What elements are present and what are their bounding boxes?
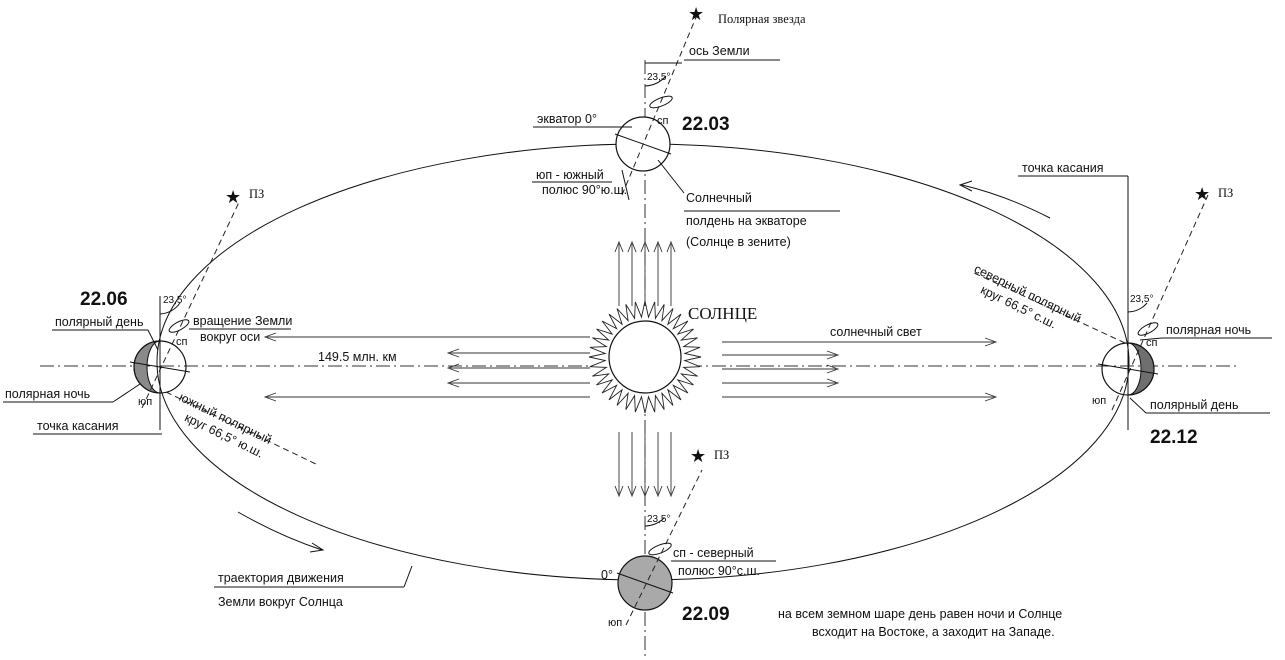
noon-label-1: Солнечный xyxy=(686,191,752,205)
angle-label-december: 23,5° xyxy=(1130,294,1153,305)
earth-september-rotation-icon xyxy=(647,541,672,557)
north-pole-label-2: полюс 90°с.ш. xyxy=(678,564,760,578)
sp-label-june: сп xyxy=(176,336,188,348)
angle-label-september: 23,5° xyxy=(647,514,670,525)
sunlight-arrows-up xyxy=(615,242,675,306)
yup-label-september: юп xyxy=(608,617,622,629)
date-june: 22.06 xyxy=(80,289,128,310)
earth-december-rotation-icon xyxy=(1136,320,1159,337)
sunlight-arrows-right xyxy=(722,338,996,401)
polar-night-label-right: полярная ночь xyxy=(1166,323,1251,337)
noon-label-3: (Солнце в зените) xyxy=(686,235,791,249)
pz-label-bottom: ПЗ xyxy=(714,448,729,462)
equinox-note-1: на всем земном шаре день равен ночи и Со… xyxy=(778,607,1062,621)
polar-day-label-left: полярный день xyxy=(55,315,143,329)
sun-label: СОЛНЦЕ xyxy=(688,304,757,323)
equinox-note-2: всходит на Востоке, а заходит на Западе. xyxy=(812,625,1055,639)
south-pole-label-1: юп - южный xyxy=(536,168,604,182)
equator-label: экватор 0° xyxy=(537,112,597,126)
orbit-direction-arrow-top xyxy=(960,181,1050,218)
sun-disk xyxy=(609,321,681,393)
tangent-label-left: точка касания xyxy=(37,419,119,433)
trajectory-label-2: Земли вокруг Солнца xyxy=(218,595,343,609)
polar-day-label-right: полярный день xyxy=(1150,398,1238,412)
polar-night-label-left: полярная ночь xyxy=(5,387,90,401)
pz-label-left: ПЗ xyxy=(249,187,264,201)
earth-december-axis xyxy=(1112,195,1208,410)
star-pz-right: ★ xyxy=(1194,184,1210,204)
sun xyxy=(589,301,701,413)
earth-axis-label: ось Земли xyxy=(689,44,750,58)
pz-label-right: ПЗ xyxy=(1218,186,1233,200)
polaris-label: Полярная звезда xyxy=(718,12,806,26)
zero-label: 0° xyxy=(601,568,613,582)
noon-label-2: полдень на экваторе xyxy=(686,214,807,228)
date-march: 22.03 xyxy=(682,114,730,135)
star-polaris-top: ★ xyxy=(688,4,704,24)
star-pz-left: ★ xyxy=(225,187,241,207)
star-pz-bottom: ★ xyxy=(690,446,706,466)
earth-june-rotation-icon xyxy=(167,317,190,334)
tangent-label-right: точка касания xyxy=(1022,161,1104,175)
date-september: 22.09 xyxy=(682,604,730,625)
sunlight-label: солнечный свет xyxy=(830,325,922,339)
earth-june-axis xyxy=(142,200,240,408)
sunlight-arrows-down xyxy=(615,432,675,496)
trajectory-label-1: траектория движения xyxy=(218,571,344,585)
rotation-label-2: вокруг оси xyxy=(200,330,260,344)
north-pole-label-1: сп - северный xyxy=(673,546,754,560)
distance-label: 149.5 млн. км xyxy=(318,350,397,364)
angle-label-june: 23,5° xyxy=(163,295,186,306)
sp-label-march: сп xyxy=(657,115,669,127)
rotation-label-1: вращение Земли xyxy=(193,314,292,328)
yup-label-june: юп xyxy=(138,396,152,408)
yup-label-december: юп xyxy=(1092,395,1106,407)
orbit-direction-arrow-bottom xyxy=(238,512,323,552)
south-pole-label-2: полюс 90°ю.ш. xyxy=(542,183,627,197)
angle-label-march: 23,5° xyxy=(647,72,670,83)
earth-march xyxy=(615,15,697,195)
earth-december-night-side xyxy=(1128,343,1154,395)
sunlight-arrows-left xyxy=(265,333,590,401)
date-december: 22.12 xyxy=(1150,427,1198,448)
